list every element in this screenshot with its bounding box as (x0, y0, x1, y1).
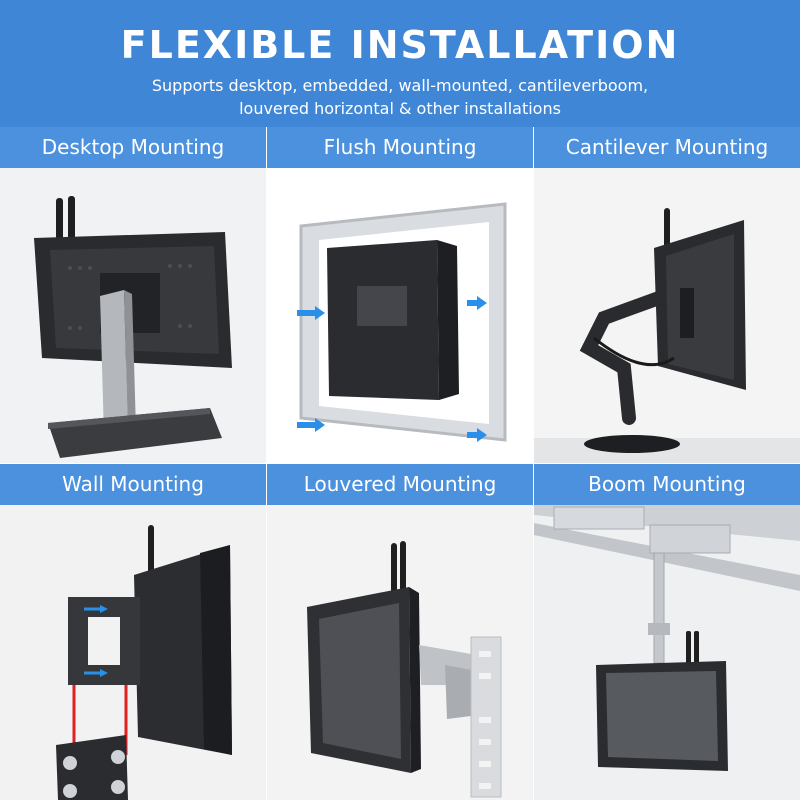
page-subtitle: Supports desktop, embedded, wall-mounted… (0, 74, 800, 120)
cantilever-mount-illustration (534, 168, 800, 463)
antenna-icon (400, 541, 406, 593)
subtitle-line-1: Supports desktop, embedded, wall-mounted… (151, 76, 649, 95)
antenna-icon (686, 631, 691, 669)
stand-pole (100, 290, 128, 436)
panel-label-boom: Boom Mounting (534, 464, 800, 505)
wall-mount-illustration (0, 505, 266, 800)
arrow-icon (297, 296, 487, 442)
panel-label-louvered: Louvered Mounting (267, 464, 533, 505)
panel-flush-mounting: Flush Mounting (267, 127, 533, 463)
panel-label-flush: Flush Mounting (267, 127, 533, 168)
boom-pole (653, 552, 665, 664)
subtitle-line-2: louvered horizontal & other installation… (239, 99, 561, 118)
monitor-screen (606, 671, 718, 761)
panel-label-wall: Wall Mounting (0, 464, 266, 505)
header-banner: FLEXIBLE INSTALLATION Supports desktop, … (0, 0, 800, 127)
arm-base (584, 435, 680, 453)
monitor-screen (319, 603, 401, 759)
boom-mount-illustration (534, 505, 800, 800)
antenna-icon (694, 631, 699, 669)
desktop-mount-illustration (0, 168, 266, 463)
louvered-mount-illustration (267, 505, 533, 800)
antenna-icon (391, 543, 397, 593)
wall-plate (56, 735, 128, 800)
panel-desktop-mounting: Desktop Mounting (0, 127, 266, 463)
panel-boom-mounting: Boom Mounting (534, 464, 800, 800)
panel-cantilever-mounting: Cantilever Mounting (534, 127, 800, 463)
panel-louvered-mounting: Louvered Mounting (267, 464, 533, 800)
panel-wall-mounting: Wall Mounting (0, 464, 266, 800)
page-title: FLEXIBLE INSTALLATION (120, 23, 680, 67)
panel-label-desktop: Desktop Mounting (0, 127, 266, 168)
cantilever-arm (579, 291, 666, 425)
panel-label-cantilever: Cantilever Mounting (534, 127, 800, 168)
boom-rail (534, 523, 800, 591)
flush-mount-illustration (267, 168, 533, 463)
